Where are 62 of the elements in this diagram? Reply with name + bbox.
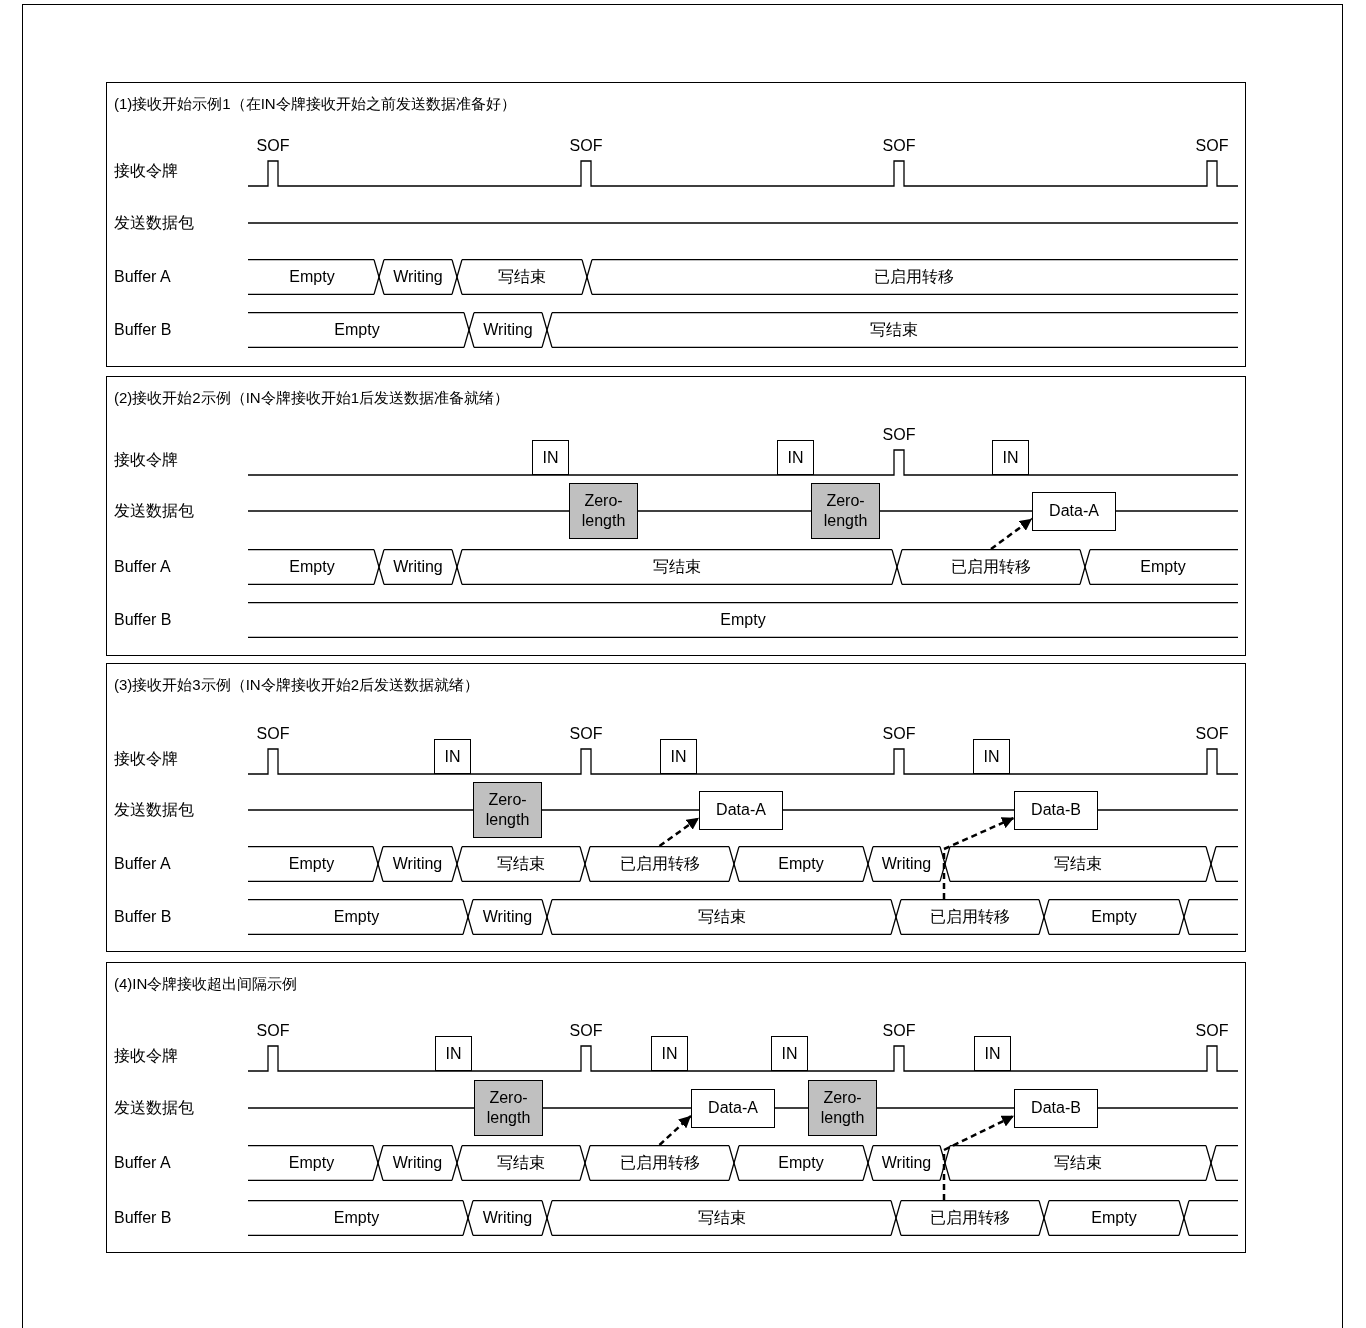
signal-name: 发送数据包 [114, 1097, 194, 1118]
panel-heading: (2)接收开始2示例（IN令牌接收开始1后发送数据准备就绪） [114, 389, 510, 408]
signal-name: Buffer A [114, 1154, 171, 1172]
arrow [658, 816, 700, 847]
sof-label: SOF [256, 725, 290, 743]
signal-name: Buffer A [114, 855, 171, 873]
signal-name: Buffer B [114, 1209, 172, 1227]
sof-label: SOF [1195, 1022, 1229, 1040]
signal-name: 接收令牌 [114, 160, 178, 181]
token-box: IN [771, 1036, 808, 1071]
timing-panel [106, 663, 1246, 952]
sof-label: SOF [1195, 725, 1229, 743]
sof-label: SOF [1195, 137, 1229, 155]
token-box: IN [660, 739, 697, 774]
token-box: IN [992, 440, 1029, 475]
arrow [658, 1114, 692, 1146]
signal-name: 接收令牌 [114, 1045, 178, 1066]
signal-name: 发送数据包 [114, 212, 194, 233]
token-box: IN [434, 739, 471, 774]
sof-label: SOF [256, 1022, 290, 1040]
panel-heading: (3)接收开始3示例（IN令牌接收开始2后发送数据就绪） [114, 676, 480, 695]
token-box: IN [651, 1036, 688, 1071]
token-box: IN [973, 739, 1010, 774]
signal-name: Buffer B [114, 611, 172, 629]
zero-length-packet-box: Zero-length [473, 782, 542, 838]
zero-length-packet-box: Zero-length [811, 483, 880, 539]
panel-heading: (1)接收开始示例1（在IN令牌接收开始之前发送数据准备好） [114, 95, 516, 114]
signal-name: Buffer B [114, 908, 172, 926]
sof-label: SOF [569, 137, 603, 155]
token-box: IN [974, 1036, 1011, 1071]
data-packet-box: Data-A [1032, 491, 1116, 531]
data-packet-box: Data-A [699, 790, 783, 830]
arrow [942, 816, 1015, 899]
sof-label: SOF [569, 725, 603, 743]
token-box: IN [435, 1036, 472, 1071]
data-packet-box: Data-A [691, 1088, 775, 1128]
signal-name: Buffer B [114, 321, 172, 339]
timing-panel [106, 376, 1246, 656]
sof-label: SOF [882, 426, 916, 444]
sof-label: SOF [882, 725, 916, 743]
signal-name: 发送数据包 [114, 500, 194, 521]
signal-name: 接收令牌 [114, 748, 178, 769]
zero-length-packet-box: Zero-length [474, 1080, 543, 1136]
sof-label: SOF [569, 1022, 603, 1040]
token-box: IN [532, 440, 569, 475]
data-packet-box: Data-B [1014, 790, 1098, 830]
signal-name: 接收令牌 [114, 449, 178, 470]
bus-segment: Empty [248, 602, 1238, 638]
signal-name: 发送数据包 [114, 799, 194, 820]
zero-length-packet-box: Zero-length [808, 1080, 877, 1136]
timing-panel [106, 962, 1246, 1253]
zero-length-packet-box: Zero-length [569, 483, 638, 539]
panel-heading: (4)IN令牌接收超出间隔示例 [114, 975, 298, 994]
timing-panel [106, 82, 1246, 367]
arrow [990, 517, 1033, 550]
sof-label: SOF [882, 137, 916, 155]
token-box: IN [777, 440, 814, 475]
sof-label: SOF [256, 137, 290, 155]
signal-name: Buffer A [114, 268, 171, 286]
data-packet-box: Data-B [1014, 1088, 1098, 1128]
signal-name: Buffer A [114, 558, 171, 576]
sof-label: SOF [882, 1022, 916, 1040]
